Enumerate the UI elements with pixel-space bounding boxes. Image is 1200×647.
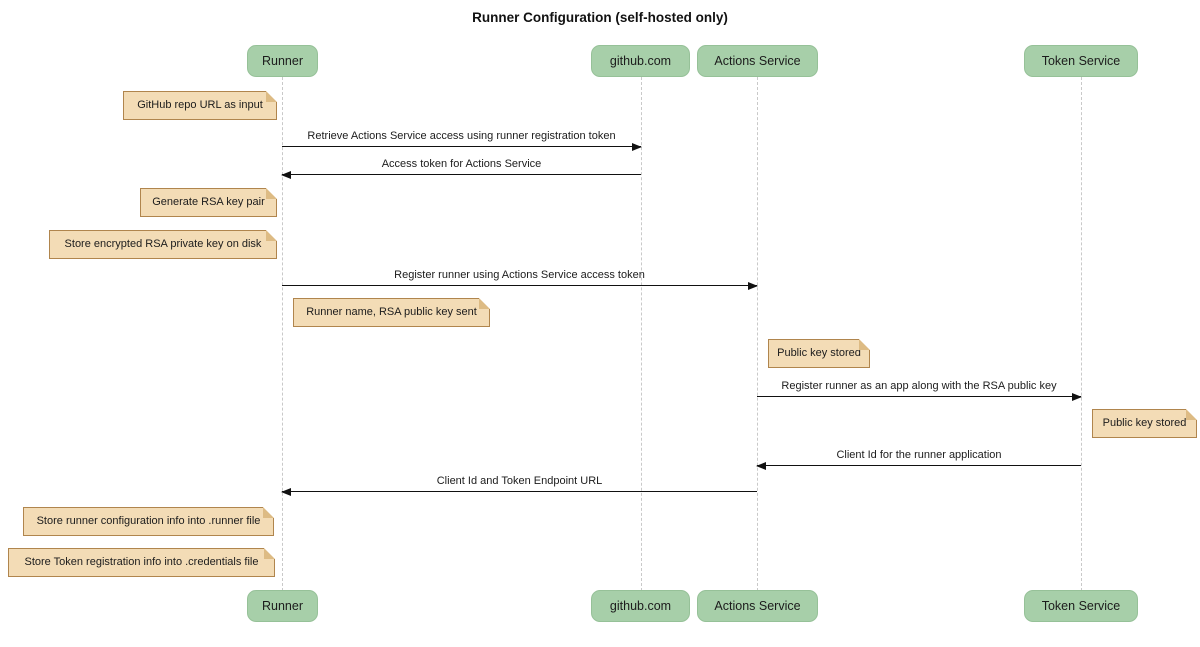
note-store-runner-configuration: Store runner configuration info into .ru…	[23, 507, 274, 536]
arrowhead-right-icon	[632, 142, 642, 151]
message-label: Client Id for the runner application	[836, 449, 1002, 461]
note-store-token-registration: Store Token registration info into .cred…	[8, 548, 275, 577]
participant-actions-service-bottom: Actions Service	[697, 590, 818, 622]
lifeline-runner	[282, 77, 283, 591]
message-label: Register runner as an app along with the…	[781, 380, 1057, 392]
arrowhead-left-icon	[756, 461, 766, 470]
note-public-key-stored-token-service: Public key stored	[1092, 409, 1197, 438]
note-store-encrypted-rsa-private-key: Store encrypted RSA private key on disk	[49, 230, 277, 259]
message-client-id-and-token-endpoint-url: Client Id and Token Endpoint URL	[281, 474, 757, 496]
lifeline-github	[641, 77, 642, 591]
note-runner-name-rsa-public-key-sent: Runner name, RSA public key sent	[293, 298, 490, 327]
arrowhead-left-icon	[281, 170, 291, 179]
note-github-repo-url-input: GitHub repo URL as input	[123, 91, 277, 120]
message-client-id-for-runner-application: Client Id for the runner application	[756, 448, 1081, 470]
note-generate-rsa-key-pair: Generate RSA key pair	[140, 188, 277, 217]
participant-runner-top: Runner	[247, 45, 318, 77]
arrowhead-right-icon	[1072, 392, 1082, 401]
message-line	[282, 142, 642, 151]
participant-token-service-bottom: Token Service	[1024, 590, 1138, 622]
message-label: Register runner using Actions Service ac…	[394, 269, 645, 281]
participant-actions-service-top: Actions Service	[697, 45, 818, 77]
participant-github-bottom: github.com	[591, 590, 690, 622]
message-line	[281, 170, 641, 179]
message-retrieve-actions-service-access: Retrieve Actions Service access using ru…	[282, 129, 642, 151]
message-register-runner-as-app: Register runner as an app along with the…	[757, 379, 1082, 401]
lifeline-actions-service	[757, 77, 758, 591]
diagram-title: Runner Configuration (self-hosted only)	[472, 10, 728, 25]
arrowhead-left-icon	[281, 487, 291, 496]
message-line	[281, 487, 757, 496]
lifeline-token-service	[1081, 77, 1082, 591]
message-label: Retrieve Actions Service access using ru…	[307, 130, 616, 142]
arrowhead-right-icon	[748, 281, 758, 290]
note-public-key-stored-actions-service: Public key stored	[768, 339, 870, 368]
participant-token-service-top: Token Service	[1024, 45, 1138, 77]
participant-runner-bottom: Runner	[247, 590, 318, 622]
message-line	[282, 281, 758, 290]
message-label: Access token for Actions Service	[381, 158, 542, 170]
message-label: Client Id and Token Endpoint URL	[436, 475, 603, 487]
message-line	[757, 392, 1082, 401]
participant-github-top: github.com	[591, 45, 690, 77]
message-register-runner: Register runner using Actions Service ac…	[282, 268, 758, 290]
message-line	[756, 461, 1081, 470]
message-access-token-for-actions-service: Access token for Actions Service	[281, 157, 641, 179]
